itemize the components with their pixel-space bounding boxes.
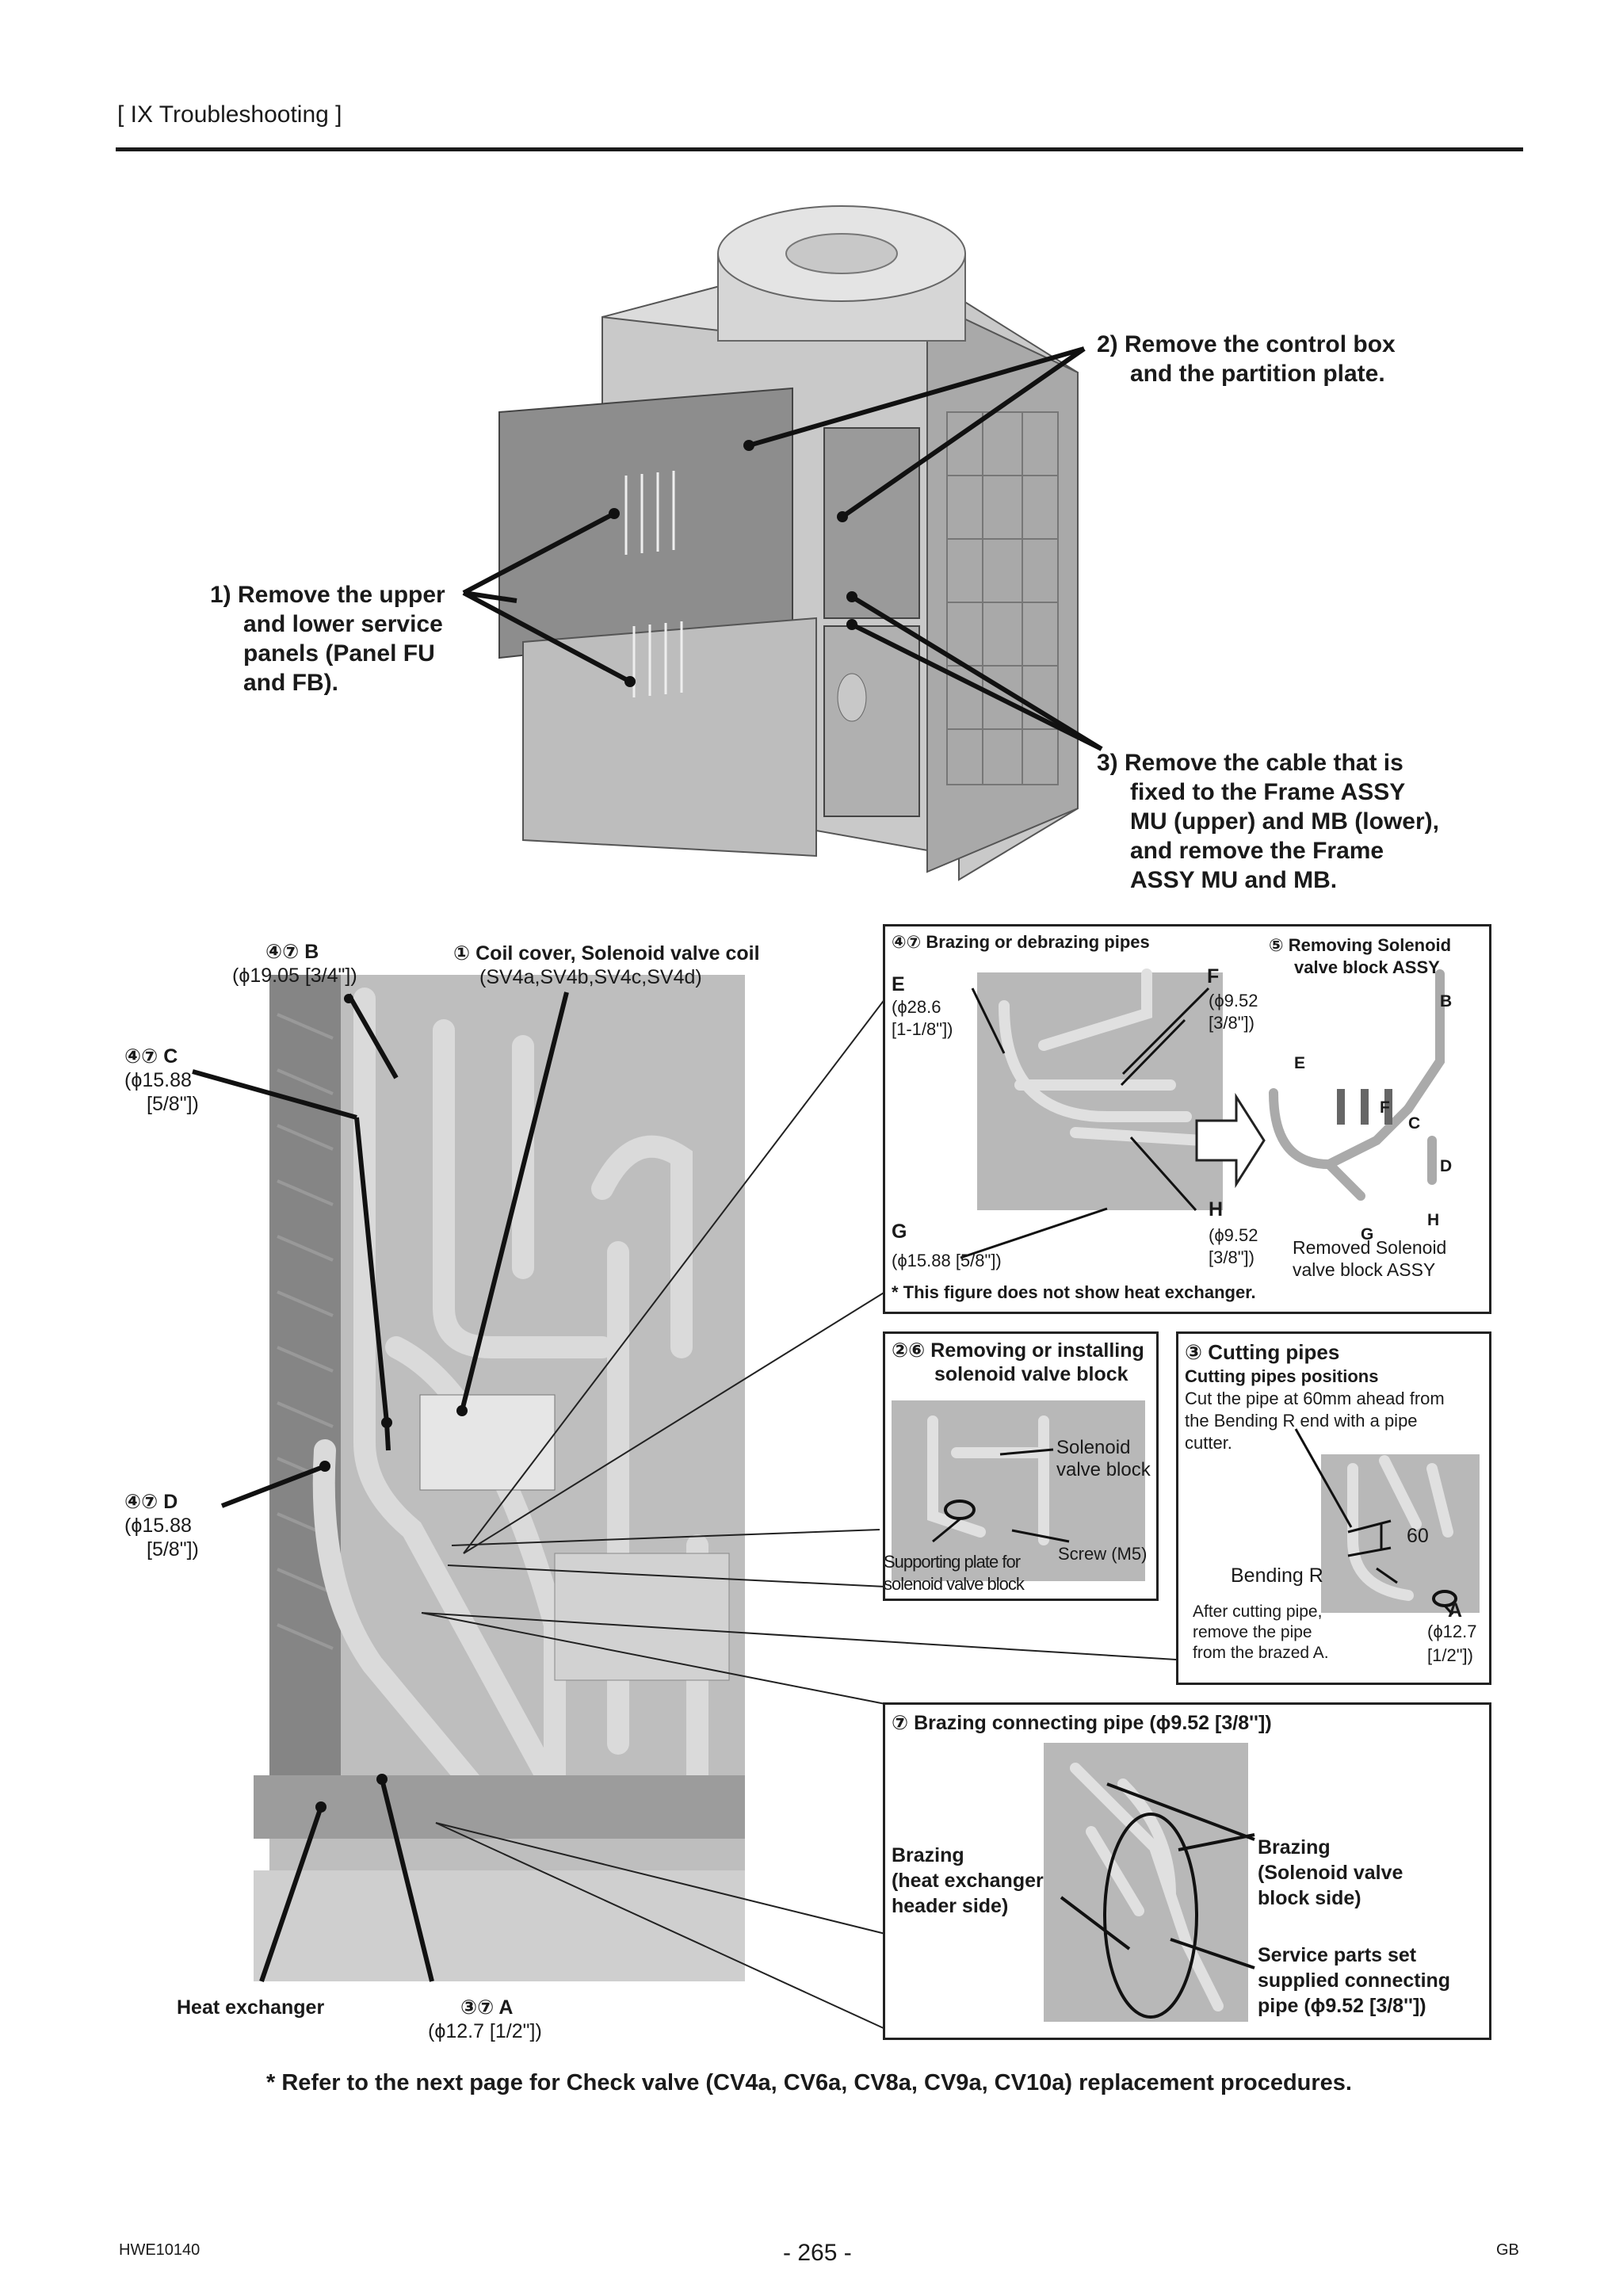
brazing-note: * This figure does not show heat exchang… — [892, 1282, 1256, 1302]
brazing-pipes-title: ④⑦ Brazing or debrazing pipes — [892, 932, 1150, 952]
part-g-label: G — [1361, 1225, 1374, 1244]
cutting-desc-2: the Bending R end with a pipe — [1185, 1411, 1418, 1431]
step-3-line-4: and remove the Frame — [1130, 838, 1384, 864]
cutting-subtitle: Cutting pipes positions — [1185, 1366, 1379, 1386]
label-b-id: ④⑦ B — [265, 941, 319, 963]
install-title-2: solenoid valve block — [934, 1363, 1128, 1385]
part-f-label: F — [1380, 1098, 1390, 1117]
brazing-pipes-photo — [977, 972, 1223, 1210]
cutting-pipes-drawing — [1294, 1428, 1457, 1616]
pipe-h-label: H — [1209, 1198, 1224, 1221]
brazing-pipes-drawing — [960, 968, 1445, 1259]
install-title-1: ②⑥ Removing or installing — [892, 1339, 1144, 1362]
part-e-label: E — [1294, 1054, 1306, 1072]
solenoid-label-2: valve block — [1056, 1459, 1151, 1480]
step-1-line-2: and lower service — [243, 611, 443, 637]
removing-title-1: ⑤ Removing Solenoid — [1269, 935, 1452, 955]
removed-label-2: valve block ASSY — [1293, 1259, 1436, 1280]
step-1-line-4: and FB). — [243, 670, 338, 696]
label-heat-exchanger: Heat exchanger — [177, 1996, 325, 2019]
connecting-title: ⑦ Brazing connecting pipe (ϕ9.52 [3/8'']… — [892, 1712, 1272, 1734]
solenoid-label-1: Solenoid — [1056, 1437, 1131, 1458]
step-1-callout: 1) Remove the upper and lower service pa… — [210, 580, 445, 697]
part-h-label: H — [1427, 1211, 1440, 1229]
part-c-label: C — [1408, 1114, 1421, 1133]
after-cut-2: remove the pipe — [1193, 1623, 1312, 1641]
label-d-id: ④⑦ D — [124, 1491, 178, 1513]
part-d-label: D — [1440, 1157, 1453, 1175]
pipe-e-size-2: [1-1/8"]) — [892, 1019, 953, 1039]
step-3-line-2: fixed to the Frame ASSY — [1130, 779, 1406, 805]
pipe-g-label: G — [892, 1221, 907, 1243]
pipe-h-size-1: (ϕ9.52 — [1209, 1225, 1258, 1245]
after-cut-1: After cutting pipe, — [1193, 1603, 1323, 1621]
label-c-size-1: (ϕ15.88 — [124, 1069, 192, 1091]
cut-a-size-1: (ϕ12.7 — [1427, 1622, 1477, 1641]
label-d-size-1: (ϕ15.88 — [124, 1515, 192, 1537]
bending-r-label: Bending R — [1231, 1564, 1323, 1587]
cutting-pipes-box: ③ Cutting pipes Cutting pipes positions … — [1176, 1331, 1491, 1685]
pipe-f-size-1: (ϕ9.52 — [1209, 991, 1258, 1010]
footer-doc-id: HWE10140 — [119, 2241, 200, 2259]
cutting-title: ③ Cutting pipes — [1185, 1340, 1340, 1364]
step-2-line-2: and the partition plate. — [1130, 361, 1385, 387]
step-1-line-1: 1) Remove the upper — [210, 582, 445, 608]
step-3-line-5: ASSY MU and MB. — [1130, 867, 1338, 893]
footer-region: GB — [1496, 2241, 1519, 2259]
label-b-size: (ϕ19.05 [3/4"]) — [232, 965, 357, 987]
screw-label: Screw (M5) — [1058, 1544, 1148, 1564]
footer-page-number: - 265 - — [783, 2240, 852, 2266]
cut-a-size-2: [1/2"]) — [1427, 1645, 1473, 1665]
pipe-g-size: (ϕ15.88 [5/8"]) — [892, 1251, 1002, 1270]
removed-label-1: Removed Solenoid — [1293, 1237, 1447, 1258]
removing-title-2: valve block ASSY — [1294, 957, 1440, 977]
step-2-line-1: 2) Remove the control box — [1097, 331, 1396, 357]
connecting-pipe-photo — [1044, 1743, 1248, 2022]
brazing-pipes-box: ④⑦ Brazing or debrazing pipes E (ϕ28.6 [… — [883, 924, 1491, 1314]
step-1-line-3: panels (Panel FU — [243, 640, 435, 667]
cutting-desc-3: cutter. — [1185, 1433, 1232, 1453]
step-3-callout: 3) Remove the cable that is fixed to the… — [1097, 748, 1439, 895]
install-solenoid-drawing — [927, 1415, 1070, 1545]
pipe-h-size-2: [3/8"]) — [1209, 1247, 1254, 1267]
label-coil-sub: (SV4a,SV4b,SV4c,SV4d) — [479, 966, 702, 988]
label-coil-title: ① Coil cover, Solenoid valve coil — [453, 942, 760, 965]
reference-note: * Refer to the next page for Check valve… — [266, 2070, 1352, 2095]
plate-label-1: Supporting plate for — [884, 1552, 1021, 1572]
plate-label-2: solenoid valve block — [884, 1574, 1025, 1594]
install-solenoid-box: ②⑥ Removing or installing solenoid valve… — [883, 1331, 1159, 1601]
pipe-f-size-2: [3/8"]) — [1209, 1013, 1254, 1033]
label-c-id: ④⑦ C — [124, 1045, 178, 1068]
pipe-f-label: F — [1207, 965, 1220, 988]
cutting-dimension: 60 — [1407, 1525, 1429, 1547]
label-c-size-2: [5/8"]) — [147, 1093, 199, 1115]
pipe-e-size-1: (ϕ28.6 — [892, 997, 941, 1017]
cut-a-label: A — [1448, 1599, 1463, 1622]
label-a-size: (ϕ12.7 [1/2"]) — [428, 2020, 542, 2042]
connecting-pipe-box: ⑦ Brazing connecting pipe (ϕ9.52 [3/8'']… — [883, 1702, 1491, 2040]
cutting-desc-1: Cut the pipe at 60mm ahead from — [1185, 1389, 1445, 1408]
page-header: [ IX Troubleshooting ] — [117, 101, 342, 128]
pipe-e-label: E — [892, 973, 905, 995]
step-3-line-1: 3) Remove the cable that is — [1097, 750, 1403, 776]
step-3-line-3: MU (upper) and MB (lower), — [1130, 808, 1439, 835]
connecting-pipe-drawing — [1060, 1763, 1255, 2019]
after-cut-3: from the brazed A. — [1193, 1644, 1329, 1662]
label-d-size-2: [5/8"]) — [147, 1538, 199, 1561]
step-2-callout: 2) Remove the control box and the partit… — [1097, 330, 1396, 388]
label-a-id: ③⑦ A — [460, 1996, 514, 2019]
part-b-label: B — [1440, 992, 1453, 1010]
header-rule — [116, 147, 1523, 151]
